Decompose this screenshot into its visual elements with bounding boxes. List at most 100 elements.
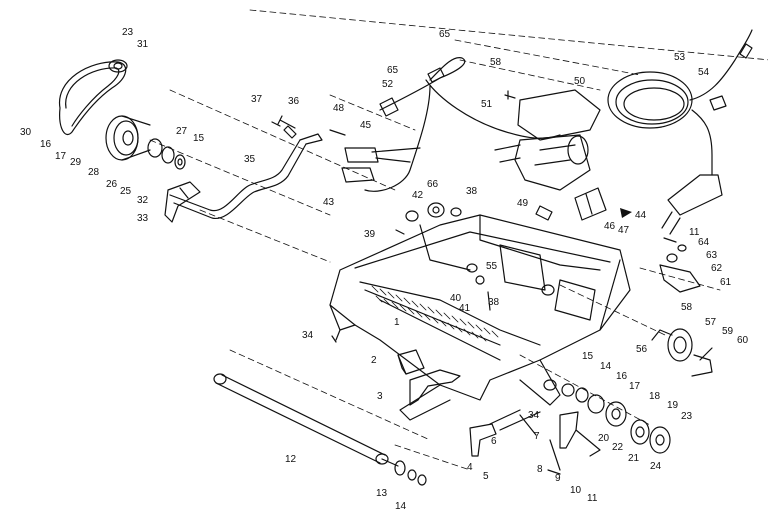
part-label: 5 xyxy=(483,471,489,482)
part-label: 11 xyxy=(587,493,598,504)
part-label: 11 xyxy=(689,227,700,238)
small-fittings xyxy=(405,202,555,296)
part-label: 16 xyxy=(40,139,52,150)
part-label: 51 xyxy=(481,99,493,110)
part-label: 66 xyxy=(427,179,439,190)
switch-part xyxy=(329,129,421,183)
part-label: 65 xyxy=(439,29,451,40)
motor-part xyxy=(494,89,601,191)
part-label: 26 xyxy=(106,179,118,190)
part-label: 59 xyxy=(722,326,734,337)
part-label: 37 xyxy=(251,94,263,105)
part-label: 24 xyxy=(650,461,662,472)
part-label: 28 xyxy=(88,167,100,178)
part-label: 15 xyxy=(582,351,594,362)
part-label: 50 xyxy=(574,76,586,87)
part-label: 2 xyxy=(371,355,377,366)
part-label: 3 xyxy=(377,391,383,402)
hub-stack-part xyxy=(543,379,671,454)
part-label: 61 xyxy=(720,277,732,288)
part-label: 20 xyxy=(598,433,610,444)
chassis-part xyxy=(329,214,631,421)
part-label: 36 xyxy=(288,96,300,107)
part-label: 38 xyxy=(466,186,478,197)
part-label: 48 xyxy=(333,103,345,114)
part-label: 10 xyxy=(570,485,582,496)
chassis-slots xyxy=(371,285,499,342)
part-label: 62 xyxy=(711,263,723,274)
part-label: 34 xyxy=(528,410,540,421)
part-label: 31 xyxy=(137,39,149,50)
part-label: 32 xyxy=(137,195,149,206)
part-label: 54 xyxy=(698,67,710,78)
belt-part xyxy=(59,61,127,136)
part-label: 23 xyxy=(122,27,134,38)
part-label: 53 xyxy=(674,52,686,63)
part-label: 6 xyxy=(491,436,497,447)
part-label: 30 xyxy=(20,127,32,138)
part-label: 19 xyxy=(667,400,679,411)
part-label: 15 xyxy=(193,133,205,144)
pad-part xyxy=(397,349,425,375)
part-label: 29 xyxy=(70,157,82,168)
part-label: 34 xyxy=(302,330,314,341)
part-label: 14 xyxy=(395,501,407,512)
handle-part xyxy=(169,133,323,219)
part-label: 63 xyxy=(706,250,718,261)
part-label: 33 xyxy=(137,213,149,224)
small-pulley-part xyxy=(108,59,128,73)
part-label: 58 xyxy=(681,302,693,313)
part-label: 57 xyxy=(705,317,717,328)
lever-part xyxy=(409,369,461,406)
roller-part xyxy=(213,373,427,486)
part-label: 8 xyxy=(537,464,543,475)
part-label: 52 xyxy=(382,79,394,90)
part-label: 49 xyxy=(517,198,529,209)
part-label: 58 xyxy=(490,57,502,68)
gear-stack-part xyxy=(147,138,186,170)
bracket-part xyxy=(164,181,201,223)
part-label: 23 xyxy=(681,411,693,422)
large-pulley-part xyxy=(105,115,151,161)
part-label: 47 xyxy=(618,225,630,236)
part-label: 1 xyxy=(394,317,400,328)
part-label: 39 xyxy=(364,229,376,240)
part-label: 44 xyxy=(635,210,647,221)
right-pulley-part xyxy=(651,328,713,377)
part-label: 55 xyxy=(486,261,498,272)
arrow-44-marker xyxy=(620,208,632,218)
part-label: 25 xyxy=(120,186,132,197)
part-label: 43 xyxy=(323,197,335,208)
motor-bracket-part xyxy=(535,187,607,221)
fastener-parts xyxy=(331,90,516,343)
part-label: 13 xyxy=(376,488,388,499)
part-label: 42 xyxy=(412,190,424,201)
part-label: 27 xyxy=(176,126,188,137)
part-label: 9 xyxy=(555,473,561,484)
part-label: 17 xyxy=(55,151,67,162)
part-label: 18 xyxy=(649,391,661,402)
screw-parts xyxy=(271,115,297,139)
part-label: 21 xyxy=(628,453,640,464)
power-cord-part xyxy=(607,29,753,235)
part-label: 46 xyxy=(604,221,616,232)
part-label: 4 xyxy=(467,462,473,473)
chassis-leg-part xyxy=(329,304,356,341)
wiring-part xyxy=(364,57,561,192)
part-label: 14 xyxy=(600,361,612,372)
part-label: 12 xyxy=(285,454,297,465)
part-label: 35 xyxy=(244,154,256,165)
part-label: 41 xyxy=(459,303,471,314)
part-label: 17 xyxy=(629,381,641,392)
part-label: 65 xyxy=(387,65,399,76)
part-label: 64 xyxy=(698,237,710,248)
linkage-part xyxy=(469,409,601,475)
assembly-leader-lines xyxy=(149,9,768,471)
part-label: 7 xyxy=(534,431,540,442)
part-label: 45 xyxy=(360,120,372,131)
part-label: 56 xyxy=(636,344,648,355)
part-label: 60 xyxy=(737,335,749,346)
part-label: 16 xyxy=(616,371,628,382)
